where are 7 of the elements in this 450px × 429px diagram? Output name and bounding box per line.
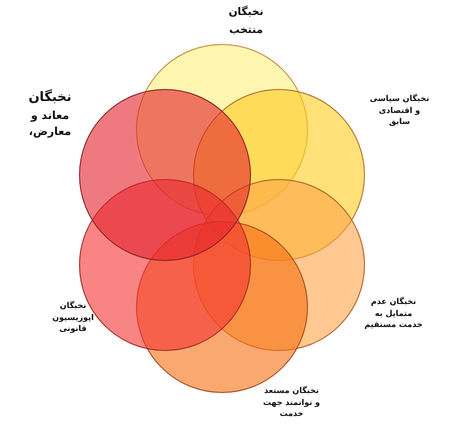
circle-label: نخبگان منتخب <box>228 4 264 38</box>
circle-label: نخبگان اپوزیسیون قانونی <box>51 300 95 335</box>
circle-label: نخبگان عدم متمایل به خدمت مستقیم <box>363 296 424 331</box>
circle-label: نخبگان مستعد و توانمند جهت خدمت <box>262 385 321 420</box>
venn-circle <box>79 89 251 261</box>
circle-label: نخبگان معاند و معارض، <box>27 88 73 140</box>
circle-label: نخبگان سیاسی و اقتصادی سابق <box>369 93 430 128</box>
